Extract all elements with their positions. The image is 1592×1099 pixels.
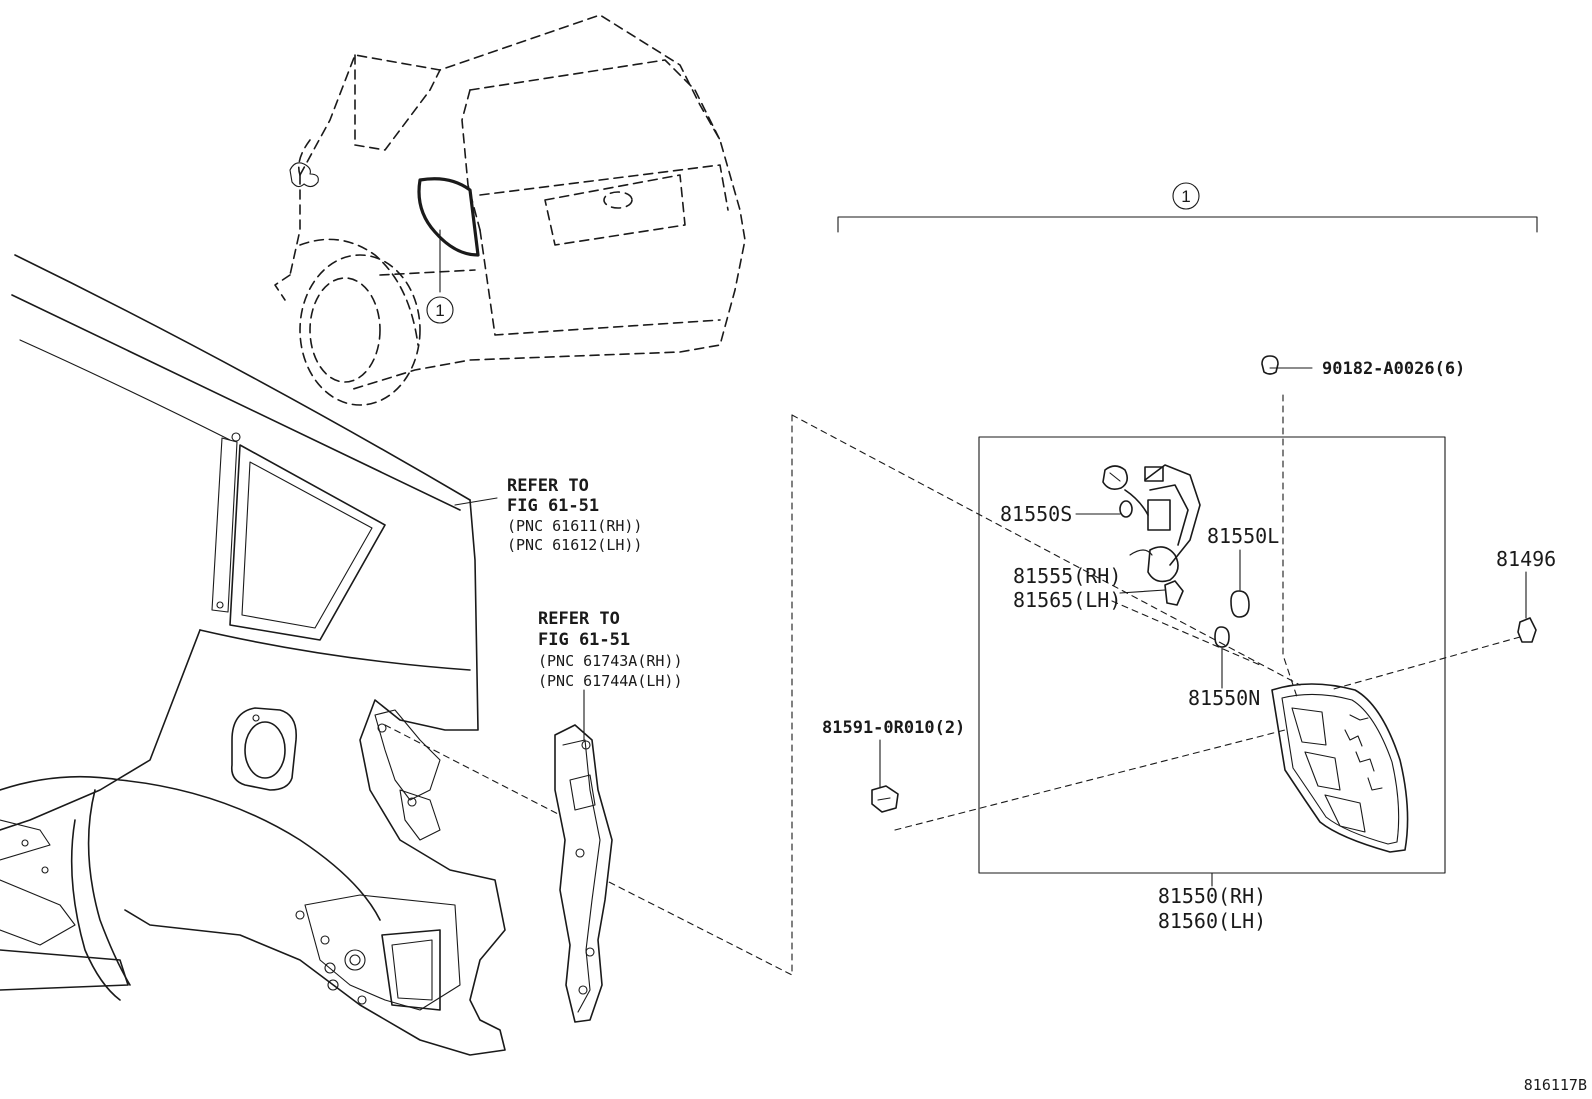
refer-line3: (PNC 61611(RH)) — [507, 517, 642, 535]
vehicle-rear-view: 1 — [274, 14, 746, 406]
refer-line1: REFER TO — [507, 476, 589, 496]
grommet-icon — [871, 739, 899, 813]
part-label-grommet: 81591-0R010(2) — [822, 718, 965, 738]
bulb-81550s-icon — [1119, 500, 1133, 518]
refer-line3: (PNC 61743A(RH)) — [538, 652, 683, 670]
part-label-81550l: 81550L — [1207, 524, 1279, 548]
screw-icon — [1261, 355, 1313, 375]
callout-marker-vehicle: 1 — [435, 301, 444, 320]
callout-circle-vehicle — [426, 296, 454, 324]
refer-line2: FIG 61-51 — [507, 496, 599, 516]
part-label-81550-rh: 81550(RH) — [1158, 884, 1266, 908]
bulb-81550l-icon — [1230, 590, 1250, 618]
part-label-screw: 90182-A0026(6) — [1322, 359, 1465, 379]
clip-icon — [1517, 571, 1537, 643]
bulb-81550n-icon — [1214, 626, 1230, 648]
diagram-id: 816117B — [1524, 1076, 1587, 1094]
inner-panel-bracket — [554, 689, 613, 1023]
callout-marker-assembly: 1 — [1181, 187, 1190, 206]
part-label-81555-rh: 81555(RH) — [1013, 564, 1121, 588]
part-label-81496: 81496 — [1496, 547, 1556, 571]
refer-line4: (PNC 61744A(LH)) — [538, 672, 683, 690]
part-label-81565-lh: 81565(LH) — [1013, 588, 1121, 612]
quarter-panel — [0, 254, 506, 1056]
part-label-81550n: 81550N — [1188, 686, 1260, 710]
leader-81555 — [1119, 589, 1166, 594]
refer-note-inner-panel: REFER TO FIG 61-51 (PNC 61743A(RH)) (PNC… — [538, 609, 683, 690]
callout-circle-assembly — [1172, 182, 1200, 210]
refer-line2: FIG 61-51 — [538, 630, 630, 650]
refer-line1: REFER TO — [538, 609, 620, 629]
refer-line4: (PNC 61612(LH)) — [507, 536, 642, 554]
refer-note-quarter-panel: REFER TO FIG 61-51 (PNC 61611(RH)) (PNC … — [507, 476, 642, 554]
part-label-81560-lh: 81560(LH) — [1158, 909, 1266, 933]
socket-harness — [1102, 464, 1201, 606]
assembly-bracket: 1 — [837, 182, 1538, 233]
part-label-81550s: 81550S — [1000, 502, 1072, 526]
taillight-lens — [1271, 683, 1409, 853]
